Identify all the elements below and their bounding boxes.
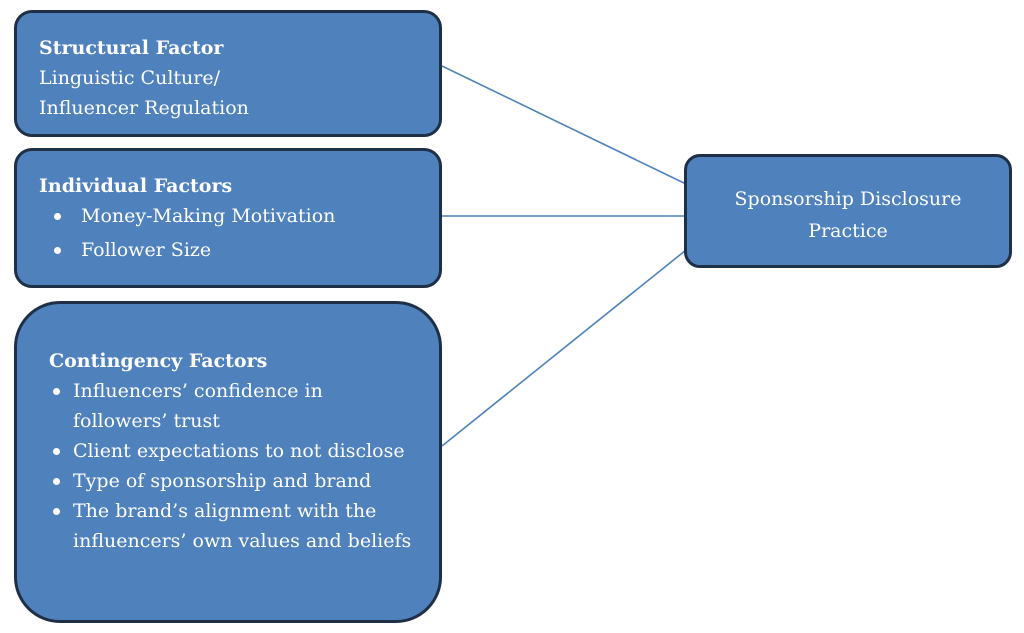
contingency-factors-list: Influencers’ confidence in followers’ tr… [49,376,419,556]
contingency-factors-box: Contingency Factors Influencers’ confide… [14,301,442,623]
individual-factors-title: Individual Factors [39,175,233,197]
structural-factor-box: Structural Factor Linguistic Culture/ In… [14,10,442,137]
sponsorship-disclosure-practice-box: Sponsorship Disclosure Practice [684,154,1012,268]
list-item: Client expectations to not disclose [49,436,419,466]
list-item: Follower Size [39,235,419,265]
list-item: Type of sponsorship and brand [49,466,419,496]
structural-factor-title: Structural Factor [39,37,224,59]
structural-factor-line: Influencer Regulation [39,97,249,119]
structural-factor-line: Linguistic Culture/ [39,67,221,89]
connector-structural-to-outcome [441,65,687,185]
connector-contingency-to-outcome [441,249,687,447]
contingency-factors-title: Contingency Factors [49,350,268,372]
list-item: The brand’s alignment with the influence… [49,496,419,556]
individual-factors-box: Individual Factors Money-Making Motivati… [14,148,442,288]
individual-factors-list: Money-Making Motivation Follower Size [39,201,419,265]
outcome-line: Sponsorship Disclosure [734,188,962,210]
outcome-line: Practice [808,220,888,242]
list-item: Influencers’ confidence in followers’ tr… [49,376,419,436]
list-item: Money-Making Motivation [39,201,419,231]
